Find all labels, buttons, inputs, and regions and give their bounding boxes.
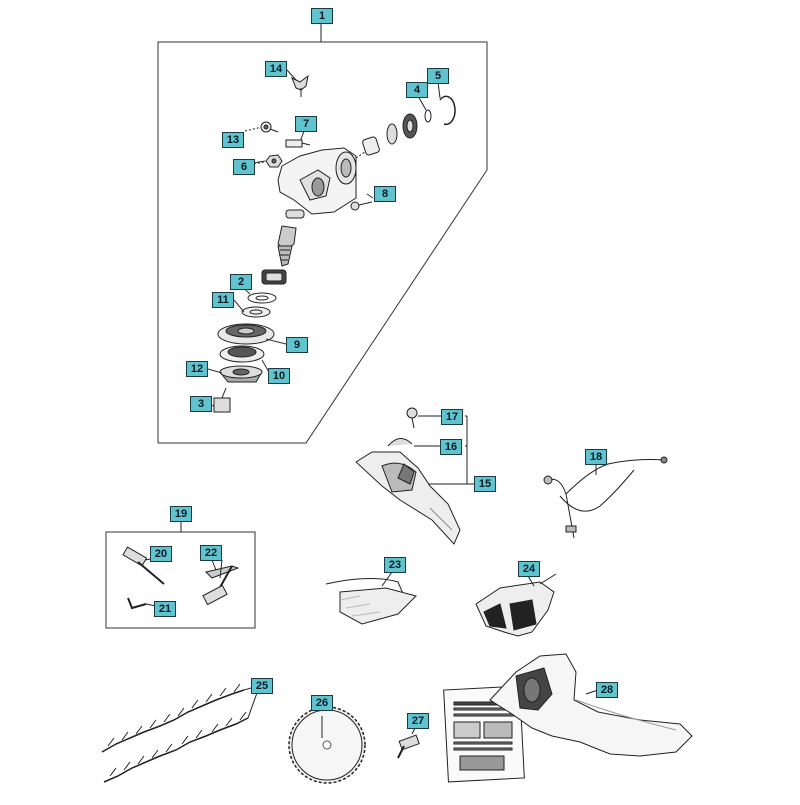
gear-housing-part	[277, 147, 357, 215]
washer-4-part	[417, 95, 432, 123]
callout-3: 3	[190, 396, 212, 412]
gearhead-group-outline	[157, 22, 488, 444]
shield-bracket-lines	[465, 415, 468, 484]
toolkit-group-outline	[105, 520, 256, 629]
decal-sheet-part	[443, 685, 525, 783]
hip-pad-part	[489, 653, 693, 757]
hex-key-part	[127, 597, 157, 610]
pinion-bearing-part	[355, 113, 418, 159]
wing-bolt-part	[286, 69, 309, 97]
callout-18: 18	[585, 449, 607, 465]
protection-cup-12-part	[218, 365, 263, 383]
callout-6: 6	[233, 159, 255, 175]
blade-segments-part	[101, 683, 259, 783]
spindle-gear-part	[277, 225, 297, 267]
callout-5: 5	[427, 68, 449, 84]
callout-27: 27	[407, 713, 429, 729]
callout-22: 22	[200, 545, 222, 561]
screwdriver-tool-part	[202, 559, 240, 606]
callout-4: 4	[406, 82, 428, 98]
harness-part	[543, 456, 668, 539]
shield-screw-part	[406, 407, 441, 429]
callout-8: 8	[374, 186, 396, 202]
washer-11-part	[241, 306, 271, 318]
combination-spanner-part	[122, 546, 165, 585]
callout-20: 20	[150, 546, 172, 562]
callout-16: 16	[440, 439, 462, 455]
spacer-part	[285, 209, 305, 219]
screw-8-part	[350, 201, 373, 211]
callout-25: 25	[251, 678, 273, 694]
callout-26: 26	[311, 695, 333, 711]
callout-14: 14	[265, 61, 287, 77]
safety-goggles-part	[475, 573, 557, 637]
callout-7: 7	[295, 116, 317, 132]
callout-12: 12	[186, 361, 208, 377]
support-cup-10-part	[219, 345, 265, 363]
callout-10: 10	[268, 368, 290, 384]
callout-28: 28	[596, 682, 618, 698]
lower-bearing-part	[261, 269, 287, 285]
callout-23: 23	[384, 557, 406, 573]
washer-2-part	[247, 292, 277, 304]
transport-guard-part	[325, 571, 417, 625]
callout-11: 11	[212, 292, 234, 308]
callout-1: 1	[311, 8, 333, 24]
bolt-27-part	[397, 725, 420, 759]
callout-15: 15	[474, 476, 496, 492]
grass-shield-part	[355, 451, 474, 545]
screw-13-part	[244, 121, 279, 133]
callout-9: 9	[286, 337, 308, 353]
bolt-7-part	[285, 130, 311, 148]
shield-clamp-part	[387, 438, 440, 447]
circlip-5-part	[437, 81, 456, 126]
callout-19: 19	[170, 506, 192, 522]
saw-blade-part	[288, 706, 366, 784]
callout-21: 21	[154, 601, 176, 617]
nut-6-part	[249, 154, 283, 168]
callout-17: 17	[441, 409, 463, 425]
callout-24: 24	[518, 561, 540, 577]
callout-2: 2	[230, 274, 252, 290]
support-flange-9-part	[217, 323, 275, 345]
callout-13: 13	[222, 132, 244, 148]
